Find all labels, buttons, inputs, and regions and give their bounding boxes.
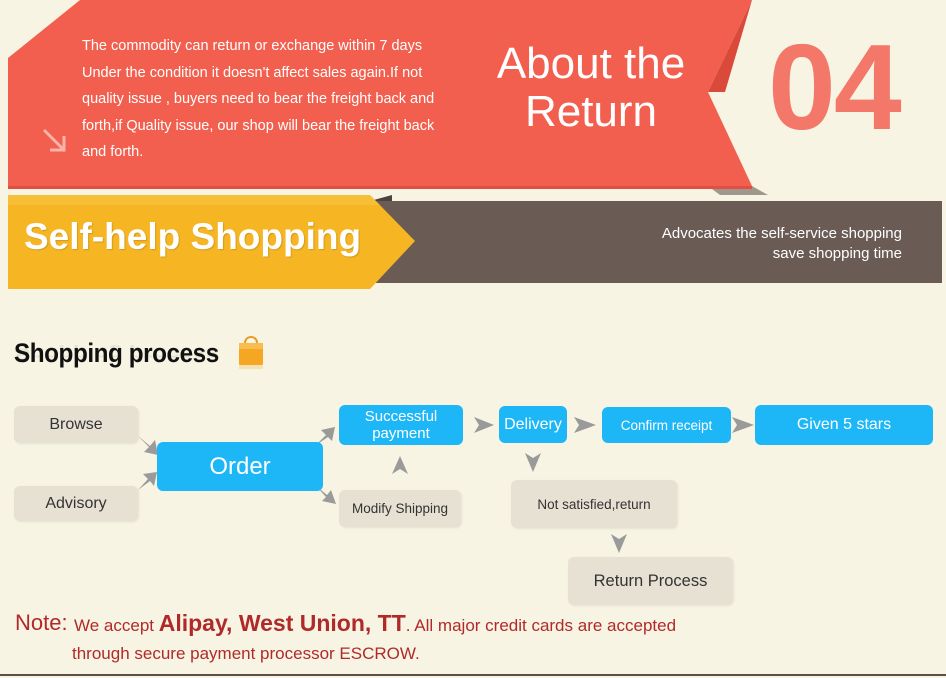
payment-methods: Alipay, West Union, TT xyxy=(158,610,406,636)
step-delivery: Delivery xyxy=(499,406,567,443)
self-help-subtitle-line2: save shopping time xyxy=(772,245,902,262)
self-help-title: Self-help Shopping xyxy=(24,216,362,257)
note-line1: We accept Alipay, West Union, TT. All ma… xyxy=(74,609,676,640)
step-order: Order xyxy=(157,442,323,491)
step-not-satisfied-return: Not satisfied,return xyxy=(511,480,677,528)
self-help-subtitle: Advocates the self-service shopping save… xyxy=(600,224,902,264)
step-confirm-receipt: Confirm receipt xyxy=(602,407,731,443)
step-browse: Browse xyxy=(14,406,138,443)
step-successful-payment: Successful payment xyxy=(339,405,463,445)
note-label: Note: xyxy=(15,610,68,635)
return-banner xyxy=(8,0,768,195)
shopping-bag-icon xyxy=(239,336,263,369)
self-help-subtitle-line1: Advocates the self-service shopping xyxy=(661,225,902,242)
self-help-band xyxy=(8,195,942,289)
note-prefix: We accept xyxy=(74,616,159,635)
return-title: About the Return xyxy=(496,39,686,136)
section-number: 04 xyxy=(768,19,902,155)
bottom-divider xyxy=(0,674,946,676)
note-line2: through secure payment processor ESCROW. xyxy=(72,644,420,663)
step-modify-shipping: Modify Shipping xyxy=(339,490,461,527)
step-return-process: Return Process xyxy=(568,557,733,605)
step-advisory: Advisory xyxy=(14,486,138,521)
note-suffix: . All major credit cards are accepted xyxy=(405,616,677,635)
step-given-5-stars: Given 5 stars xyxy=(755,405,933,445)
shopping-process-heading: Shopping process xyxy=(14,338,219,368)
arrow-down-right-icon xyxy=(42,128,66,152)
return-policy-text: The commodity can return or exchange wit… xyxy=(82,38,435,160)
